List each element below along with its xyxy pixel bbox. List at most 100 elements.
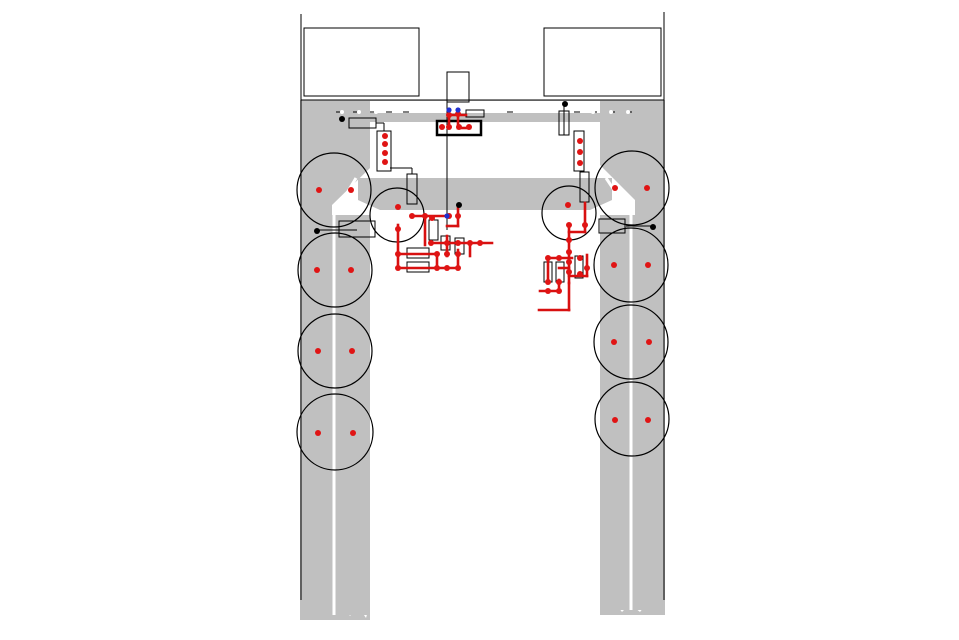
- pad-dot-icon: [565, 202, 571, 208]
- pad-dot-icon: [455, 111, 461, 117]
- pad-dot-icon: [395, 251, 401, 257]
- pad-dot-icon: [577, 149, 583, 155]
- pad-dot-icon: [382, 141, 388, 147]
- pad-dot-icon: [646, 339, 652, 345]
- silkscreen-layer: [296, 12, 670, 600]
- pad-dot-icon: [315, 348, 321, 354]
- pad-dot-icon: [566, 259, 572, 265]
- pad-dot-icon: [566, 237, 572, 243]
- pad-dot-icon: [444, 265, 450, 271]
- pad-dot-icon: [439, 124, 445, 130]
- footprint-top-left: [303, 27, 420, 97]
- pad-dot-icon: [577, 138, 583, 144]
- pad-dot-icon: [315, 430, 321, 436]
- resistor-rect-icon: [428, 219, 439, 241]
- pad-dot-icon: [611, 262, 617, 268]
- pad-dot-icon: [395, 265, 401, 271]
- bus-hole: [357, 110, 361, 114]
- pad-dot-icon: [455, 213, 461, 219]
- pad-dot-icon: [455, 265, 461, 271]
- pad-dot-icon: [316, 187, 322, 193]
- via-dot-icon: [455, 107, 461, 113]
- connector-connector-rect-icon: [446, 71, 470, 103]
- resistor-rect-icon: [573, 130, 585, 172]
- pad-dot-icon: [566, 269, 572, 275]
- pad-dot-icon: [556, 288, 562, 294]
- resistor-rect-icon: [598, 218, 626, 234]
- pad-dot-icon: [434, 251, 440, 257]
- bus-hole: [626, 110, 630, 114]
- pad-dot-icon: [467, 240, 473, 246]
- pad-dot-icon: [456, 124, 462, 130]
- mount-dot-icon: [650, 224, 656, 230]
- pad-dot-icon: [455, 240, 461, 246]
- pad-dot-icon: [446, 124, 452, 130]
- mount-dot-icon: [562, 101, 568, 107]
- pad-dot-icon: [444, 240, 450, 246]
- capacitor-circle-icon: [593, 304, 669, 380]
- pad-dot-icon: [556, 279, 562, 285]
- pad-dot-icon: [382, 133, 388, 139]
- bus-hole: [609, 110, 613, 114]
- pad-dot-icon: [348, 267, 354, 273]
- capacitor-circle-icon: [296, 393, 374, 471]
- mount-dot-icon: [456, 202, 462, 208]
- pad-dot-icon: [645, 417, 651, 423]
- pad-dot-icon: [429, 215, 435, 221]
- pad-dot-icon: [434, 265, 440, 271]
- pad-dot-icon: [446, 112, 452, 118]
- mount-dot-icon: [339, 116, 345, 122]
- pad-dot-icon: [350, 430, 356, 436]
- pad-dot-icon: [556, 255, 562, 261]
- pad-dot-icon: [577, 255, 583, 261]
- pad-dot-icon: [455, 251, 461, 257]
- copper-layer: [300, 100, 665, 620]
- pad-dot-icon: [382, 150, 388, 156]
- pad-dot-icon: [545, 279, 551, 285]
- resistor-rect-icon: [465, 109, 485, 118]
- copper-bus-gap-left: [370, 101, 488, 113]
- pad-dot-icon: [545, 255, 551, 261]
- pad-dot-icon: [545, 288, 551, 294]
- capacitor-circle-icon: [297, 313, 373, 389]
- pad-dot-icon: [395, 226, 401, 232]
- bus-hole: [374, 110, 378, 114]
- bus-hole: [340, 110, 344, 114]
- pad-dot-icon: [314, 267, 320, 273]
- pad-dot-icon: [349, 348, 355, 354]
- mount-dot-icon: [314, 228, 320, 234]
- copper-cross-bar: [358, 178, 612, 210]
- capacitor-circle-icon: [593, 227, 669, 303]
- pad-dot-icon: [612, 417, 618, 423]
- pad-dot-icon: [395, 204, 401, 210]
- capacitor-circle-icon: [296, 152, 372, 228]
- pad-dot-icon: [577, 160, 583, 166]
- pad-dot-icon: [428, 240, 434, 246]
- pad-dot-icon: [444, 251, 450, 257]
- via-dot-icon: [446, 107, 452, 113]
- pad-dot-icon: [409, 213, 415, 219]
- pad-dot-icon: [645, 262, 651, 268]
- pad-dot-icon: [382, 159, 388, 165]
- capacitor-circle-icon: [297, 232, 373, 308]
- pad-dot-icon: [348, 187, 354, 193]
- copper-bus-gap-right: [488, 101, 600, 113]
- pad-dot-icon: [611, 339, 617, 345]
- pad-dot-icon: [566, 222, 572, 228]
- pad-dot-icon: [644, 185, 650, 191]
- pad-dot-icon: [577, 271, 583, 277]
- resistor-rect-icon: [338, 220, 376, 238]
- via-dot-icon: [444, 213, 450, 219]
- footprint-top-right: [543, 27, 662, 97]
- capacitor-circle-icon: [594, 381, 670, 457]
- pad-dot-icon: [584, 265, 590, 271]
- bus-hole: [591, 110, 595, 114]
- pad-dot-icon: [612, 185, 618, 191]
- pad-dot-icon: [582, 222, 588, 228]
- pad-layer: [314, 101, 656, 436]
- pad-dot-icon: [477, 240, 483, 246]
- pad-dot-icon: [466, 124, 472, 130]
- capacitor-circle-icon: [594, 150, 670, 226]
- pad-dot-icon: [422, 213, 428, 219]
